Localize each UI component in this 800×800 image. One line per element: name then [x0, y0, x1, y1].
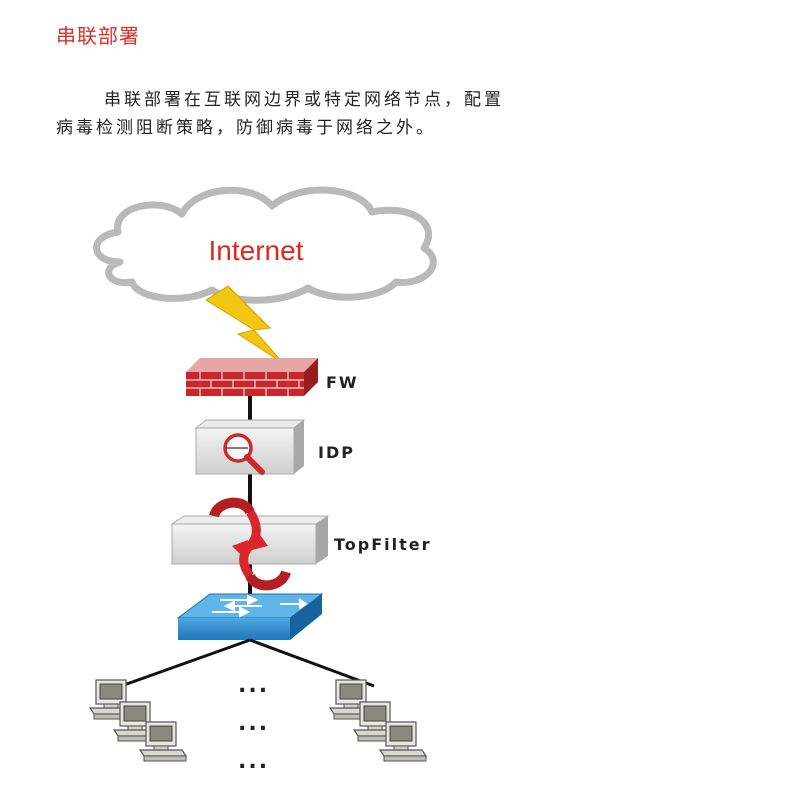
internet-label: Internet — [209, 235, 304, 266]
branch-line-left — [109, 638, 251, 692]
computer-icon — [379, 721, 427, 762]
branch-line-right — [249, 638, 375, 688]
pc-group-right — [329, 679, 427, 762]
internet-cloud: Internet — [93, 186, 437, 304]
ellipsis-1: ... — [238, 673, 269, 698]
computer-icon — [139, 721, 187, 762]
idp-label: IDP — [318, 443, 355, 462]
topfilter-label: TopFilter — [334, 535, 432, 554]
ellipsis-3: ... — [238, 749, 269, 774]
switch-icon — [176, 593, 324, 640]
pc-group-left — [89, 679, 187, 762]
section-title: 串联部署 — [56, 24, 140, 48]
topfilter-icon — [170, 497, 330, 591]
idp-icon — [194, 419, 306, 475]
description-paragraph: 串联部署在互联网边界或特定网络节点，配置 病毒检测阻断策略，防御病毒于网络之外。 — [56, 86, 656, 142]
firewall-icon — [186, 358, 318, 396]
firewall-label: FW — [326, 373, 359, 392]
description-line-1: 串联部署在互联网边界或特定网络节点，配置 — [104, 90, 504, 110]
ellipsis-2: ... — [238, 711, 269, 736]
lightning-icon — [205, 285, 285, 365]
description-line-2: 病毒检测阻断策略，防御病毒于网络之外。 — [56, 118, 436, 138]
